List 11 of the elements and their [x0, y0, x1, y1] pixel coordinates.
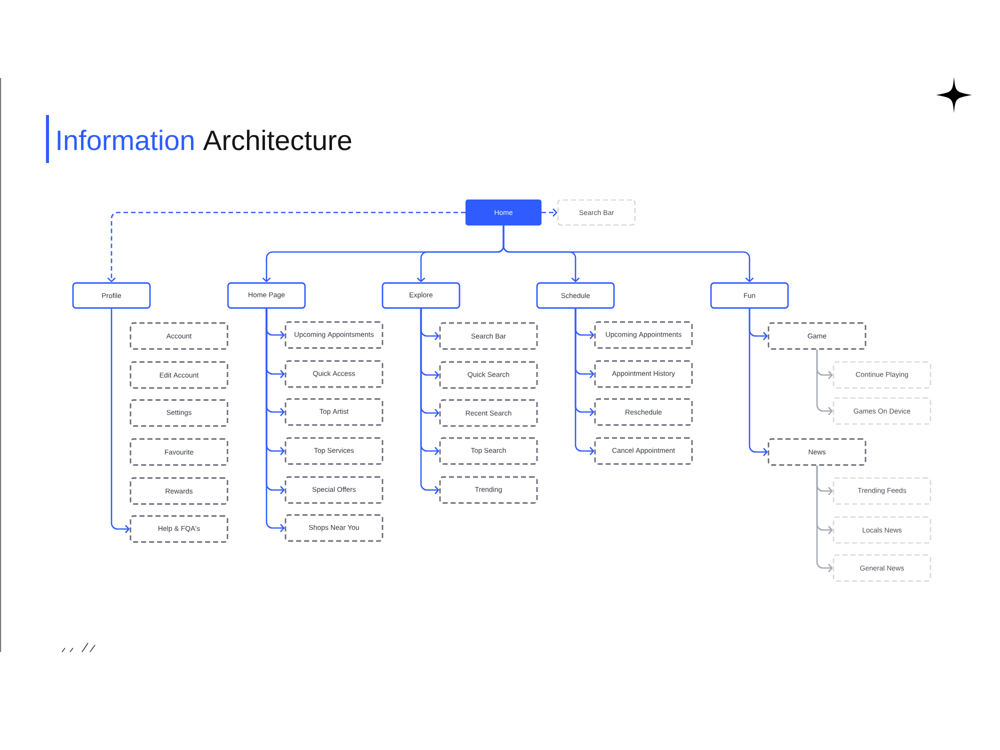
arrow: [502, 226, 754, 282]
arrow: [420, 308, 440, 494]
dashed-arrow: [107, 212, 466, 282]
title: Information Architecture: [58, 130, 352, 150]
arrow: [816, 466, 833, 572]
arrow: [110, 308, 130, 534]
arrow: [574, 308, 594, 456]
dashed-arrow: [542, 208, 558, 217]
arrow: [266, 308, 285, 532]
arrow: [748, 308, 768, 456]
arrow: [816, 350, 833, 416]
